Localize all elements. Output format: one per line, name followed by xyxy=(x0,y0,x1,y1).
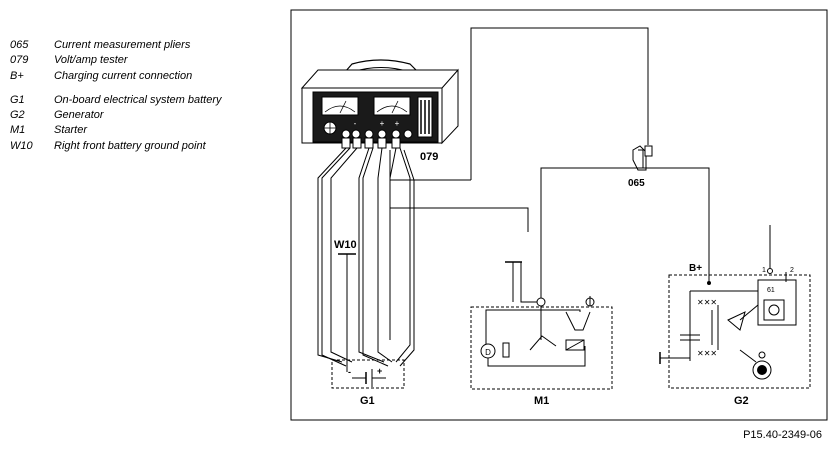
legend-item-065: 065 Current measurement pliers xyxy=(10,39,191,51)
pliers-label: 065 xyxy=(628,178,645,189)
b-plus-label: B+ xyxy=(689,263,702,274)
legend-item-m1: M1 Starter xyxy=(10,124,88,137)
svg-text:✕✕✕: ✕✕✕ xyxy=(697,349,717,358)
tester-minus-label: - xyxy=(354,119,357,128)
generator-g2: ✕✕✕ ✕✕✕ xyxy=(659,225,811,389)
generator-label: G2 xyxy=(734,395,749,407)
diagram-frame xyxy=(290,9,828,421)
legend-item-g1: G1 On-board electrical system battery xyxy=(10,93,222,106)
legend-item-bplus: B+ Charging current connection xyxy=(10,69,193,82)
current-pliers-065 xyxy=(632,145,653,171)
tester-plus-label-2: + xyxy=(395,119,400,128)
battery-g1: - + xyxy=(331,359,405,389)
charging-cable xyxy=(540,167,710,313)
tester-label: 079 xyxy=(420,151,438,163)
svg-text:D: D xyxy=(485,348,491,357)
terminal-2-label: 2 xyxy=(790,267,794,274)
starter-label: M1 xyxy=(534,395,549,407)
ground-label: W10 xyxy=(334,239,357,251)
terminal-61-label: 61 xyxy=(767,287,775,294)
tester-to-clamp-wire xyxy=(389,150,442,181)
battery-label: G1 xyxy=(360,395,375,407)
reference-code: P15.40-2349-06 xyxy=(743,429,822,441)
terminal-1-label: 1 xyxy=(762,267,766,274)
tester-plus-label: + xyxy=(380,119,385,128)
legend-item-079: 079 Volt/amp tester xyxy=(10,54,128,67)
clamp-signal-wire xyxy=(470,27,649,180)
battery-plus-label: + xyxy=(377,366,382,376)
svg-text:✕✕✕: ✕✕✕ xyxy=(697,298,717,307)
battery-minus-label: - xyxy=(348,367,351,377)
legend-item-w10: W10 Right front battery ground point xyxy=(10,139,206,152)
legend: 065 Current measurement pliers 079 Volt/… xyxy=(10,38,222,154)
starter-m1: D xyxy=(470,261,613,390)
legend-item-g2: G2 Generator xyxy=(10,109,104,122)
volt-amp-tester-079: - + + xyxy=(300,59,459,149)
tester-cables xyxy=(317,147,415,367)
